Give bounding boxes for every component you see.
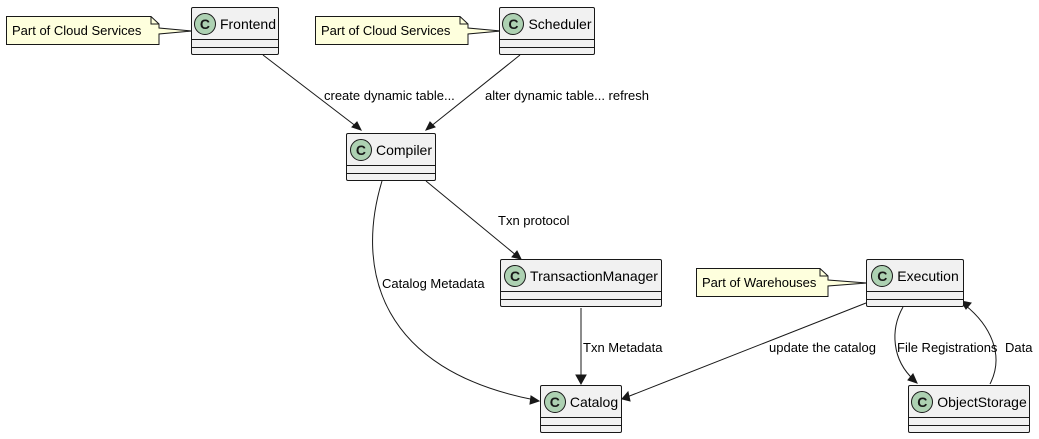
class-scheduler[interactable]: C Scheduler <box>499 7 595 55</box>
class-attributes-section <box>500 40 594 48</box>
class-objectstorage-name: ObjectStorage <box>937 393 1027 410</box>
class-methods-section <box>541 426 621 433</box>
class-c-icon: C <box>911 390 934 413</box>
note-frontend-text: Part of Cloud Services <box>12 23 142 38</box>
edge-label-execution-objectstorage: File Registrations <box>897 340 998 355</box>
class-methods-section <box>501 300 661 307</box>
arrowhead-catalog-from-transactionmanager <box>575 374 587 386</box>
class-compiler[interactable]: C Compiler <box>346 133 436 181</box>
class-methods-section <box>867 300 963 307</box>
note-scheduler: Part of Cloud Services <box>315 16 502 45</box>
note-execution-text: Part of Warehouses <box>702 275 817 290</box>
class-transactionmanager-name: TransactionManager <box>530 267 658 284</box>
class-attributes-section <box>192 40 278 48</box>
edge-label-frontend-compiler: create dynamic table... <box>324 88 455 103</box>
class-c-icon: C <box>193 12 216 35</box>
class-compiler-header: C Compiler <box>347 134 435 166</box>
class-c-icon: C <box>349 138 372 161</box>
note-scheduler-text: Part of Cloud Services <box>321 23 451 38</box>
class-attributes-section <box>347 166 435 174</box>
class-catalog-header: C Catalog <box>541 386 621 418</box>
class-c-icon: C <box>502 12 525 35</box>
edge-label-compiler-catalog: Catalog Metadata <box>382 276 485 291</box>
class-scheduler-header: C Scheduler <box>500 8 594 40</box>
class-execution-header: C Execution <box>867 260 963 292</box>
arrowhead-catalog-from-compiler <box>529 395 541 405</box>
arrowhead-objectstorage <box>907 373 918 384</box>
class-attributes-section <box>909 418 1029 426</box>
note-execution: Part of Warehouses <box>696 268 868 297</box>
class-catalog[interactable]: C Catalog <box>540 385 622 433</box>
arrowhead-catalog-from-execution <box>621 390 631 402</box>
class-c-icon: C <box>543 390 566 413</box>
class-attributes-section <box>867 292 963 300</box>
class-objectstorage[interactable]: C ObjectStorage <box>908 385 1030 433</box>
class-transactionmanager[interactable]: C TransactionManager <box>500 259 662 307</box>
edge-execution-objectstorage <box>894 306 915 381</box>
edge-label-scheduler-compiler: alter dynamic table... refresh <box>485 88 650 103</box>
arrowhead-transactionmanager <box>511 250 522 260</box>
class-methods-section <box>192 48 278 55</box>
class-catalog-name: Catalog <box>569 393 619 410</box>
class-scheduler-name: Scheduler <box>528 15 592 32</box>
class-frontend-header: C Frontend <box>192 8 278 40</box>
arrowhead-compiler-from-scheduler <box>425 121 436 131</box>
class-c-icon: C <box>504 264 527 287</box>
class-objectstorage-header: C ObjectStorage <box>909 386 1029 418</box>
edge-objectstorage-execution <box>964 304 997 385</box>
edge-execution-catalog <box>626 302 867 398</box>
class-frontend[interactable]: C Frontend <box>191 7 279 55</box>
class-methods-section <box>347 174 435 181</box>
edge-compiler-catalog <box>372 180 536 401</box>
class-compiler-name: Compiler <box>375 141 432 158</box>
edge-compiler-transactionmanager <box>425 180 518 257</box>
class-methods-section <box>500 48 594 55</box>
edge-label-transactionmanager-catalog: Txn Metadata <box>583 340 663 355</box>
class-execution-name: Execution <box>897 267 959 284</box>
class-transactionmanager-header: C TransactionManager <box>501 260 661 292</box>
edge-label-execution-catalog: update the catalog <box>769 340 876 355</box>
class-frontend-name: Frontend <box>219 15 277 32</box>
class-execution[interactable]: C Execution <box>866 259 964 307</box>
class-c-icon: C <box>871 264 894 287</box>
class-methods-section <box>909 426 1029 433</box>
class-attributes-section <box>541 418 621 426</box>
note-frontend: Part of Cloud Services <box>6 16 193 45</box>
edge-scheduler-compiler <box>429 54 521 128</box>
arrowhead-compiler-from-frontend <box>351 121 362 131</box>
edge-frontend-compiler <box>262 54 358 128</box>
edge-label-objectstorage-execution: Data <box>1005 340 1033 355</box>
edge-label-compiler-transactionmanager: Txn protocol <box>498 213 570 228</box>
class-attributes-section <box>501 292 661 300</box>
